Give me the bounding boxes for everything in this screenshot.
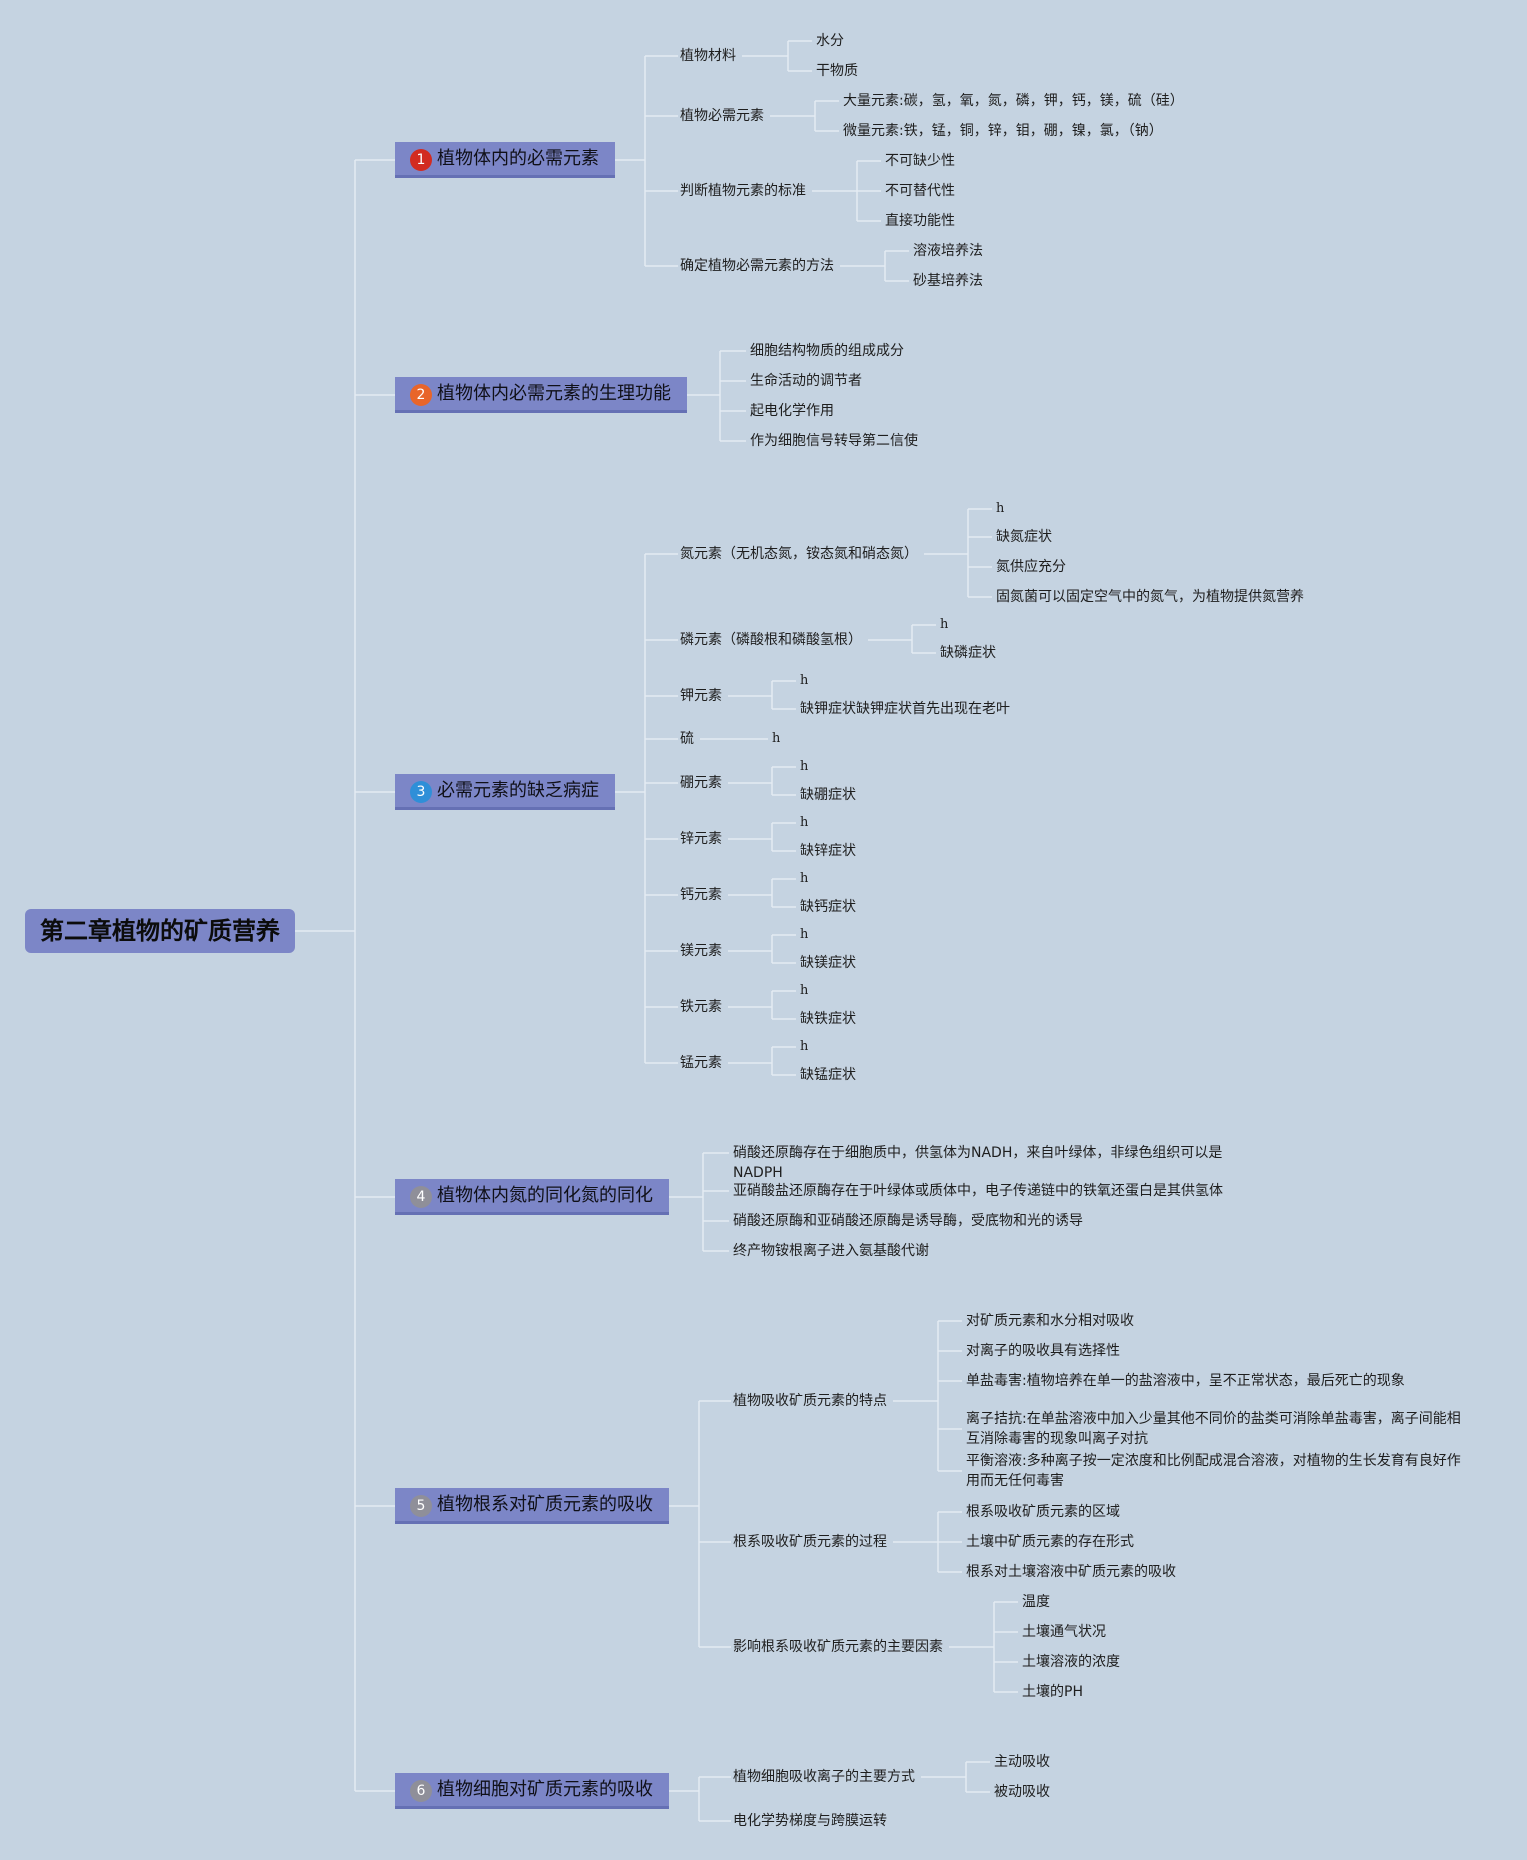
leaf-topic[interactable]: 细胞结构物质的组成成分 <box>750 343 904 359</box>
leaf-topic[interactable]: 不可替代性 <box>885 183 955 199</box>
leaf-topic[interactable]: 土壤中矿质元素的存在形式 <box>966 1534 1134 1550</box>
subtopic[interactable]: 铁元素 <box>680 999 722 1015</box>
subtopic[interactable]: 钾元素 <box>680 688 722 704</box>
leaf-topic[interactable]: 主动吸收 <box>994 1754 1050 1770</box>
leaf-topic[interactable]: h <box>800 1039 809 1054</box>
leaf-topic[interactable]: 缺氮症状 <box>996 529 1052 545</box>
root-topic[interactable]: 第二章植物的矿质营养 <box>25 909 295 953</box>
subtopic[interactable]: 判断植物元素的标准 <box>680 183 806 199</box>
leaf-topic[interactable]: 被动吸收 <box>994 1784 1050 1800</box>
leaf-topic[interactable]: 亚硝酸盐还原酶存在于叶绿体或质体中，电子传递链中的铁氧还蛋白是其供氢体 <box>733 1183 1223 1199</box>
leaf-topic[interactable]: h <box>800 927 809 942</box>
subtopic[interactable]: 镁元素 <box>680 943 722 959</box>
leaf-topic[interactable]: 砂基培养法 <box>913 273 983 289</box>
subtopic[interactable]: 硼元素 <box>680 775 722 791</box>
leaf-topic[interactable]: 平衡溶液:多种离子按一定浓度和比例配成混合溶液，对植物的生长发育有良好作用而无任… <box>966 1453 1461 1489</box>
subtopic[interactable]: 磷元素（磷酸根和磷酸氢根） <box>680 632 862 648</box>
leaf-topic[interactable]: h <box>800 871 809 886</box>
leaf-topic[interactable]: 土壤通气状况 <box>1022 1624 1106 1640</box>
leaf-topic[interactable]: 干物质 <box>816 63 858 79</box>
leaf-topic[interactable]: h <box>800 983 809 998</box>
subtopic[interactable]: 根系吸收矿质元素的过程 <box>733 1534 887 1550</box>
leaf-topic[interactable]: h <box>800 759 809 774</box>
leaf-topic[interactable]: 对矿质元素和水分相对吸收 <box>966 1313 1134 1329</box>
leaf-topic[interactable]: 直接功能性 <box>885 213 955 229</box>
subtopic[interactable]: 钙元素 <box>680 887 722 903</box>
leaf-topic[interactable]: 离子拮抗:在单盐溶液中加入少量其他不同价的盐类可消除单盐毒害，离子间能相互消除毒… <box>966 1411 1461 1447</box>
priority-badge-icon: 1 <box>410 149 432 171</box>
subtopic[interactable]: 植物材料 <box>680 48 736 64</box>
leaf-topic[interactable]: 缺铁症状 <box>800 1011 856 1027</box>
leaf-topic[interactable]: 土壤的PH <box>1022 1684 1083 1700</box>
leaf-topic[interactable]: 缺磷症状 <box>940 645 996 661</box>
subtopic[interactable]: 锌元素 <box>680 831 722 847</box>
leaf-topic[interactable]: 终产物铵根离子进入氨基酸代谢 <box>733 1243 929 1259</box>
subtopic[interactable]: 植物细胞吸收离子的主要方式 <box>733 1769 915 1785</box>
leaf-topic[interactable]: 温度 <box>1022 1594 1050 1610</box>
leaf-topic[interactable]: 缺钙症状 <box>800 899 856 915</box>
leaf-topic[interactable]: 固氮菌可以固定空气中的氮气，为植物提供氮营养 <box>996 589 1304 605</box>
leaf-topic[interactable]: 大量元素:碳，氢，氧，氮，磷，钾，钙，镁，硫（硅） <box>843 93 1184 109</box>
subtopic[interactable]: 确定植物必需元素的方法 <box>680 258 834 274</box>
leaf-topic[interactable]: h <box>772 731 781 746</box>
leaf-topic[interactable]: 生命活动的调节者 <box>750 373 862 389</box>
subtopic[interactable]: 硫 <box>680 731 694 747</box>
leaf-topic[interactable]: 缺锰症状 <box>800 1067 856 1083</box>
priority-badge-icon: 6 <box>410 1780 432 1802</box>
leaf-topic[interactable]: 缺锌症状 <box>800 843 856 859</box>
leaf-topic[interactable]: 不可缺少性 <box>885 153 955 169</box>
leaf-topic[interactable]: 微量元素:铁，锰，铜，锌，钼，硼，镍，氯，（钠） <box>843 123 1163 139</box>
subtopic[interactable]: 影响根系吸收矿质元素的主要因素 <box>733 1639 943 1655</box>
leaf-topic[interactable]: 根系吸收矿质元素的区域 <box>966 1504 1120 1520</box>
leaf-topic[interactable]: 氮供应充分 <box>996 559 1066 575</box>
subtopic[interactable]: 电化学势梯度与跨膜运转 <box>733 1813 887 1829</box>
subtopic[interactable]: 植物吸收矿质元素的特点 <box>733 1393 887 1409</box>
leaf-topic[interactable]: 对离子的吸收具有选择性 <box>966 1343 1120 1359</box>
leaf-topic[interactable]: 缺镁症状 <box>800 955 856 971</box>
leaf-topic[interactable]: h <box>800 673 809 688</box>
subtopic[interactable]: 氮元素（无机态氮，铵态氮和硝态氮） <box>680 546 918 562</box>
leaf-topic[interactable]: 缺钾症状缺钾症状首先出现在老叶 <box>800 701 1010 717</box>
leaf-topic[interactable]: h <box>996 501 1005 516</box>
leaf-topic[interactable]: 硝酸还原酶和亚硝酸还原酶是诱导酶，受底物和光的诱导 <box>733 1213 1083 1229</box>
leaf-topic[interactable]: 硝酸还原酶存在于细胞质中，供氢体为NADH，来自叶绿体，非绿色组织可以是NADP… <box>733 1145 1223 1181</box>
leaf-topic[interactable]: 缺硼症状 <box>800 787 856 803</box>
leaf-topic[interactable]: 溶液培养法 <box>913 243 983 259</box>
leaf-topic[interactable]: h <box>800 815 809 830</box>
leaf-topic[interactable]: 单盐毒害:植物培养在单一的盐溶液中，呈不正常状态，最后死亡的现象 <box>966 1373 1405 1389</box>
priority-badge-icon: 3 <box>410 781 432 803</box>
priority-badge-icon: 5 <box>410 1495 432 1517</box>
subtopic[interactable]: 植物必需元素 <box>680 108 764 124</box>
priority-badge-icon: 2 <box>410 384 432 406</box>
leaf-topic[interactable]: 起电化学作用 <box>750 403 834 419</box>
leaf-topic[interactable]: 水分 <box>816 33 844 49</box>
priority-badge-icon: 4 <box>410 1186 432 1208</box>
leaf-topic[interactable]: 土壤溶液的浓度 <box>1022 1654 1120 1670</box>
leaf-topic[interactable]: 作为细胞信号转导第二信使 <box>750 433 918 449</box>
leaf-topic[interactable]: h <box>940 617 949 632</box>
leaf-topic[interactable]: 根系对土壤溶液中矿质元素的吸收 <box>966 1564 1176 1580</box>
subtopic[interactable]: 锰元素 <box>680 1055 722 1071</box>
